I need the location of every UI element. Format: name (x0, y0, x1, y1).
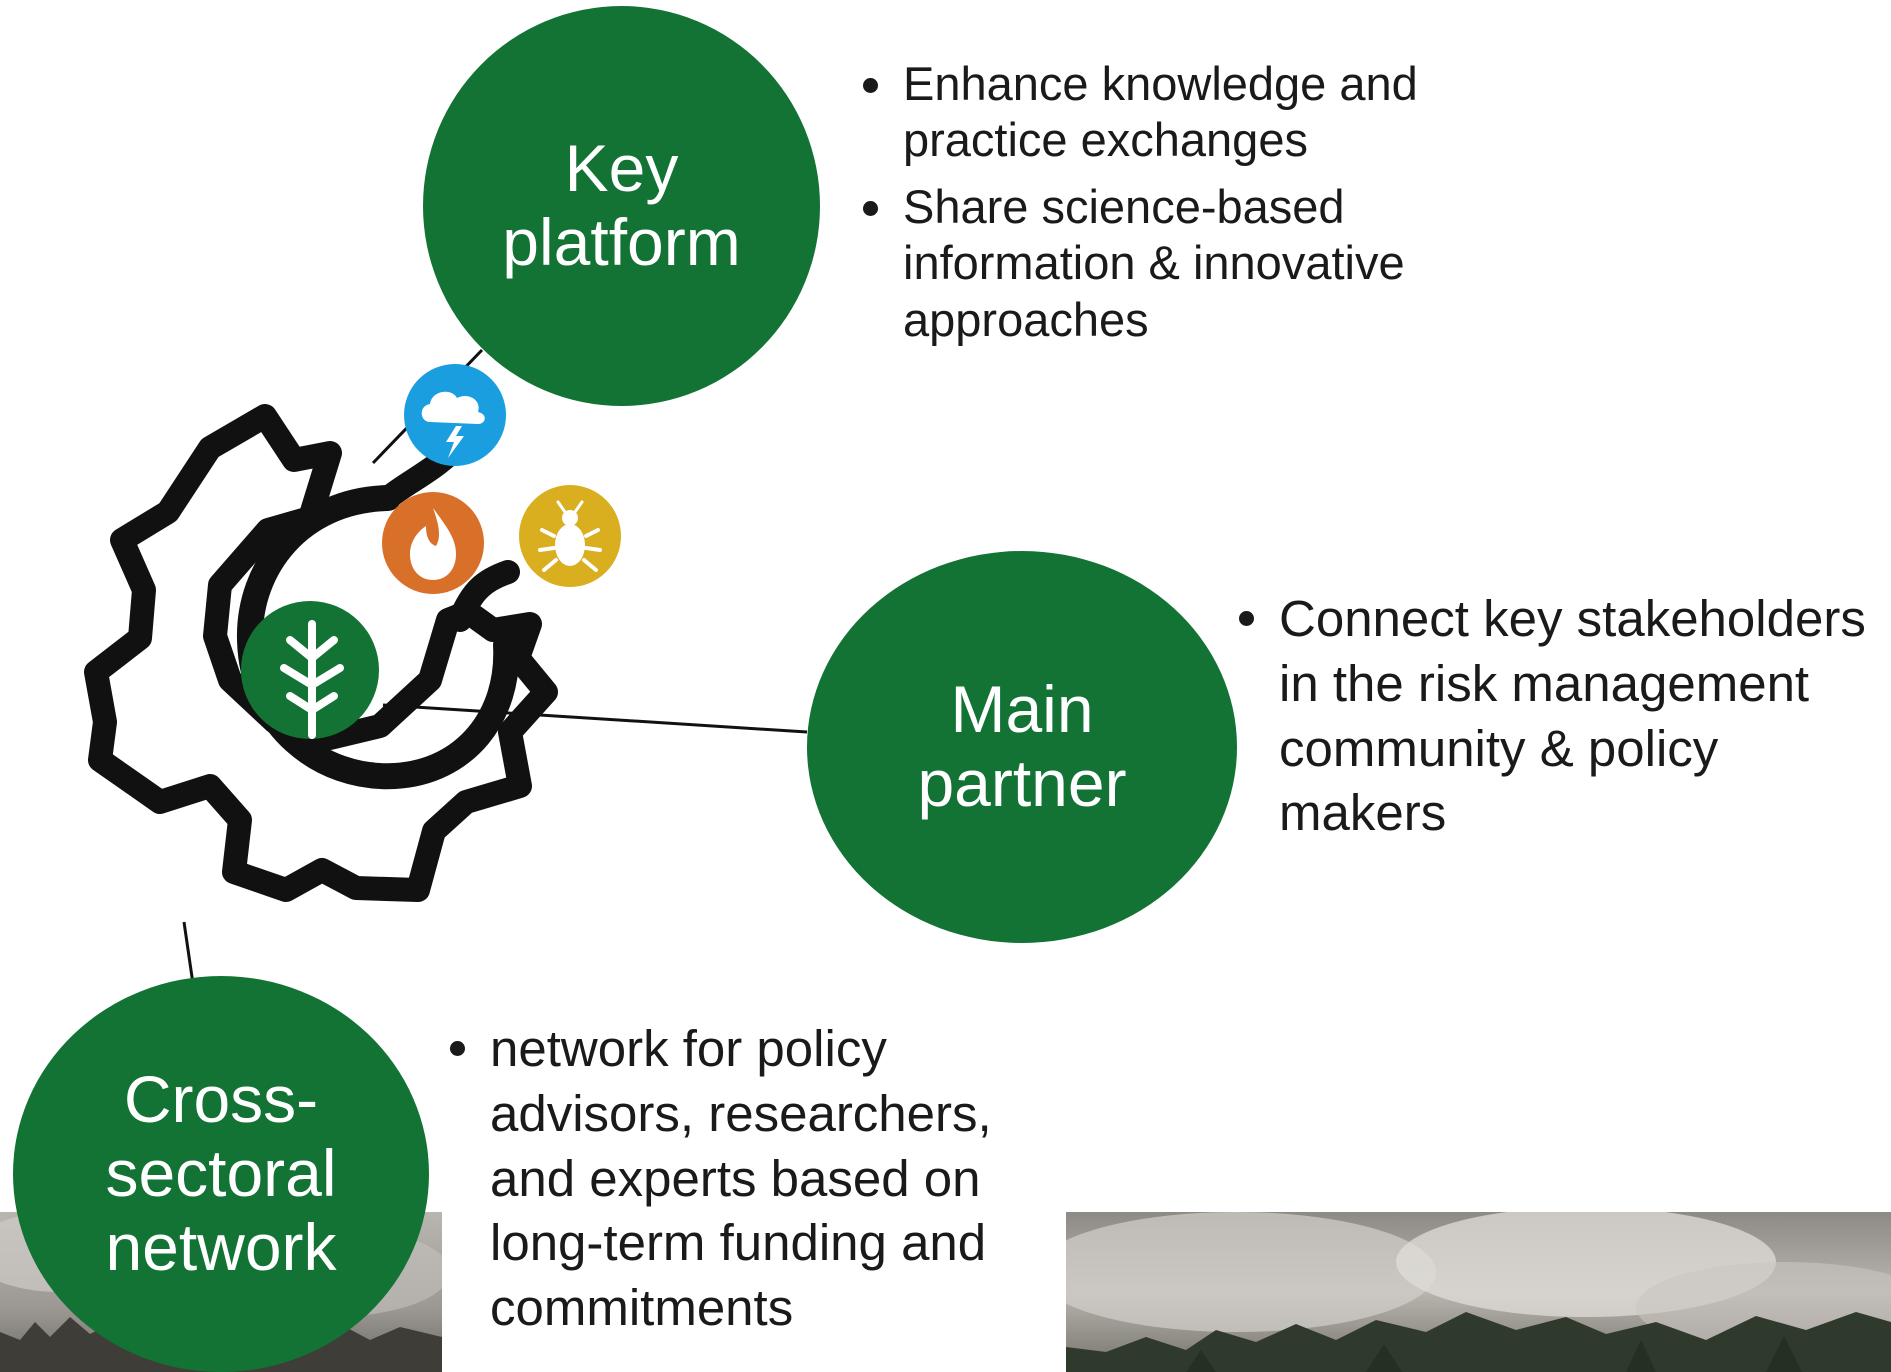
bullet-item: Connect key stakeholders in the risk man… (1233, 587, 1883, 846)
main-partner-title: Main partner (917, 672, 1127, 820)
gear-icon (84, 364, 621, 902)
main-partner-bullets: Connect key stakeholders in the risk man… (1233, 587, 1883, 846)
connector-cross (182, 921, 195, 985)
key-platform-title: Key platform (502, 131, 741, 279)
storm-cloud-icon (421, 391, 485, 458)
connector-main (382, 703, 808, 734)
bullet-item: network for policy advisors, researchers… (444, 1017, 1064, 1341)
main-partner-circle: Main partner (807, 551, 1237, 943)
cross-sectoral-network-circle: Cross- sectoral network (13, 976, 429, 1372)
cross-sectoral-bullets: network for policy advisors, researchers… (444, 1017, 1064, 1341)
gear-outline (84, 404, 558, 902)
fire-icon (410, 508, 456, 580)
bullet-item: Share science-based information & innova… (857, 179, 1477, 348)
key-platform-bullets: Enhance knowledge and practice exchanges… (857, 56, 1477, 348)
tree-icon (280, 620, 344, 739)
wildfire-photo-right (1066, 1212, 1891, 1372)
key-platform-circle: Key platform (423, 6, 820, 406)
cross-sectoral-network-title: Cross- sectoral network (105, 1062, 337, 1284)
gear-inner-ring (236, 485, 520, 790)
bullet-item: Enhance knowledge and practice exchanges (857, 56, 1477, 169)
beetle-icon (538, 500, 602, 572)
fire-badge (382, 492, 484, 594)
